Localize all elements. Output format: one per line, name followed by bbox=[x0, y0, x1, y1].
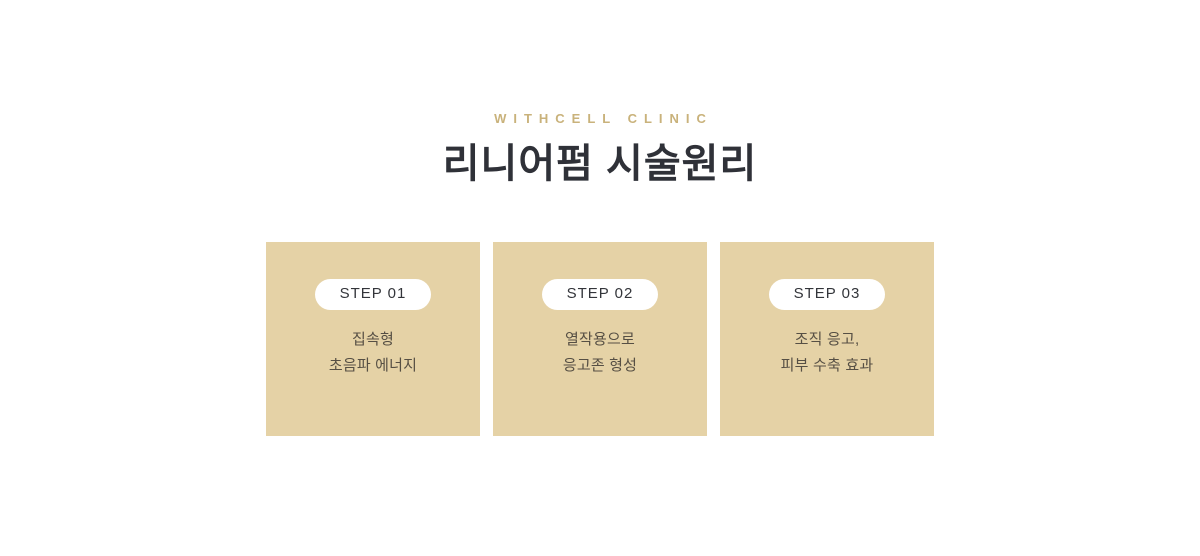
clinic-eyebrow-text: WITHCELL CLINIC bbox=[494, 111, 713, 126]
step-badge-1: STEP 01 bbox=[314, 279, 432, 310]
step-description-3: 조직 응고, 피부 수축 효과 bbox=[780, 330, 874, 374]
steps-row: STEP 01 집속형 초음파 에너지 STEP 02 열작용으로 응고존 형성… bbox=[0, 242, 1200, 436]
step-badge-3: STEP 03 bbox=[768, 279, 886, 310]
step-badge-2: STEP 02 bbox=[541, 279, 659, 310]
page-title: 리니어펌 시술원리 bbox=[442, 142, 758, 186]
section-header: WITHCELL CLINIC 리니어펌 시술원리 bbox=[0, 0, 1200, 186]
step-description-2: 열작용으로 응고존 형성 bbox=[562, 330, 638, 374]
step-description-1: 집속형 초음파 에너지 bbox=[328, 330, 418, 374]
step-card-1: STEP 01 집속형 초음파 에너지 bbox=[266, 242, 480, 436]
step-card-2: STEP 02 열작용으로 응고존 형성 bbox=[493, 242, 707, 436]
step-card-3: STEP 03 조직 응고, 피부 수축 효과 bbox=[720, 242, 934, 436]
